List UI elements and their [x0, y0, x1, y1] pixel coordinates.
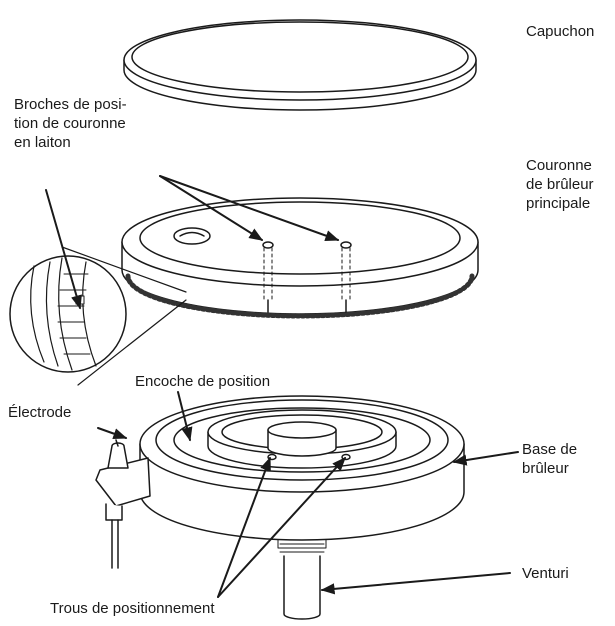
label-venturi: Venturi	[522, 565, 569, 582]
brass-pin-right	[340, 241, 352, 313]
detail-magnifier	[9, 246, 187, 386]
brass-pin-left	[262, 241, 274, 313]
label-burner-crown-line: Couronne	[526, 157, 592, 174]
cap-part	[123, 19, 477, 111]
label-burner-crown-line: principale	[526, 195, 591, 212]
label-burner-base-line: Base de	[522, 441, 578, 458]
leader-arrows	[45, 175, 519, 598]
label-burner-crown-line: de brûleur	[526, 176, 594, 193]
burner-base-part	[95, 395, 465, 620]
label-positioning-holes: Trous de positionnement	[50, 600, 215, 617]
label-brass-pins-line: tion de couronne	[14, 115, 126, 132]
label-burner-base: Base de brûleur	[522, 440, 577, 478]
label-brass-pins: Broches de posi- tion de couronne en lai…	[14, 95, 127, 152]
label-capuchon: Capuchon	[526, 23, 595, 40]
label-burner-base-line: brûleur	[522, 460, 569, 477]
label-electrode: Électrode	[8, 404, 72, 421]
label-position-notch: Encoche de position	[135, 373, 271, 390]
label-brass-pins-line: Broches de posi-	[14, 96, 127, 113]
label-brass-pins-line: en laiton	[14, 134, 71, 151]
burner-crown-part	[121, 197, 479, 319]
label-burner-crown: Couronne de brûleur principale	[526, 156, 594, 213]
